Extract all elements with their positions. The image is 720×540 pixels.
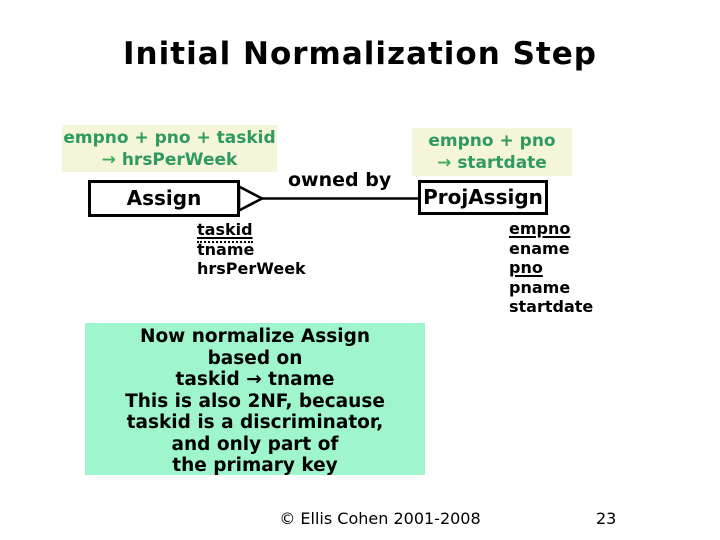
entity-box-assign: Assign [88, 180, 240, 217]
footer-copyright: © Ellis Cohen 2001-2008 [279, 509, 481, 528]
note-line: and only part of [171, 433, 339, 455]
triangle-arrowhead-icon [237, 184, 265, 213]
note-line: Now normalize Assign [139, 326, 371, 347]
attribute-empno: empno [509, 219, 571, 238]
fd-line: empno + pno [428, 131, 556, 151]
attribute-pname: pname [509, 277, 571, 297]
fd-line: → startdate [412, 152, 572, 174]
page-number: 23 [596, 509, 617, 528]
attribute-ename: ename [509, 238, 570, 258]
note-line: This is also 2NF, because [125, 390, 385, 412]
note-box: Now normalize Assign based on taskid → t… [85, 323, 425, 476]
fd-target: hrsPerWeek [121, 150, 238, 170]
note-line: taskid is a discriminator, [126, 412, 384, 433]
page-title: Initial Normalization Step [123, 36, 597, 72]
attribute-hrsperweek: hrsPerWeek [197, 259, 306, 278]
fd-line: empno + pno + taskid [63, 128, 276, 148]
right-arrow-icon: → [101, 150, 116, 170]
fd-line: → hrsPerWeek [62, 149, 277, 171]
note-line: taskid → tname [175, 369, 335, 390]
attribute-startdate: startdate [509, 297, 594, 316]
relationship-label: owned by [288, 169, 392, 191]
note-line: based on [207, 347, 303, 369]
fd-annotation-projassign: empno + pno → startdate [412, 128, 572, 176]
attribute-pno: pno [509, 258, 543, 277]
fd-annotation-assign: empno + pno + taskid → hrsPerWeek [62, 125, 277, 172]
entity-box-projassign: ProjAssign [418, 180, 548, 215]
attribute-tname: tname [197, 239, 255, 259]
attribute-list-assign: taskid tname hrsPerWeek [197, 220, 306, 279]
attribute-taskid: taskid [197, 220, 306, 243]
fd-target: startdate [457, 153, 547, 173]
right-arrow-icon: → [437, 153, 452, 173]
note-line: the primary key [172, 455, 338, 476]
attribute-list-projassign: empno ename pno pname startdate [509, 219, 593, 317]
